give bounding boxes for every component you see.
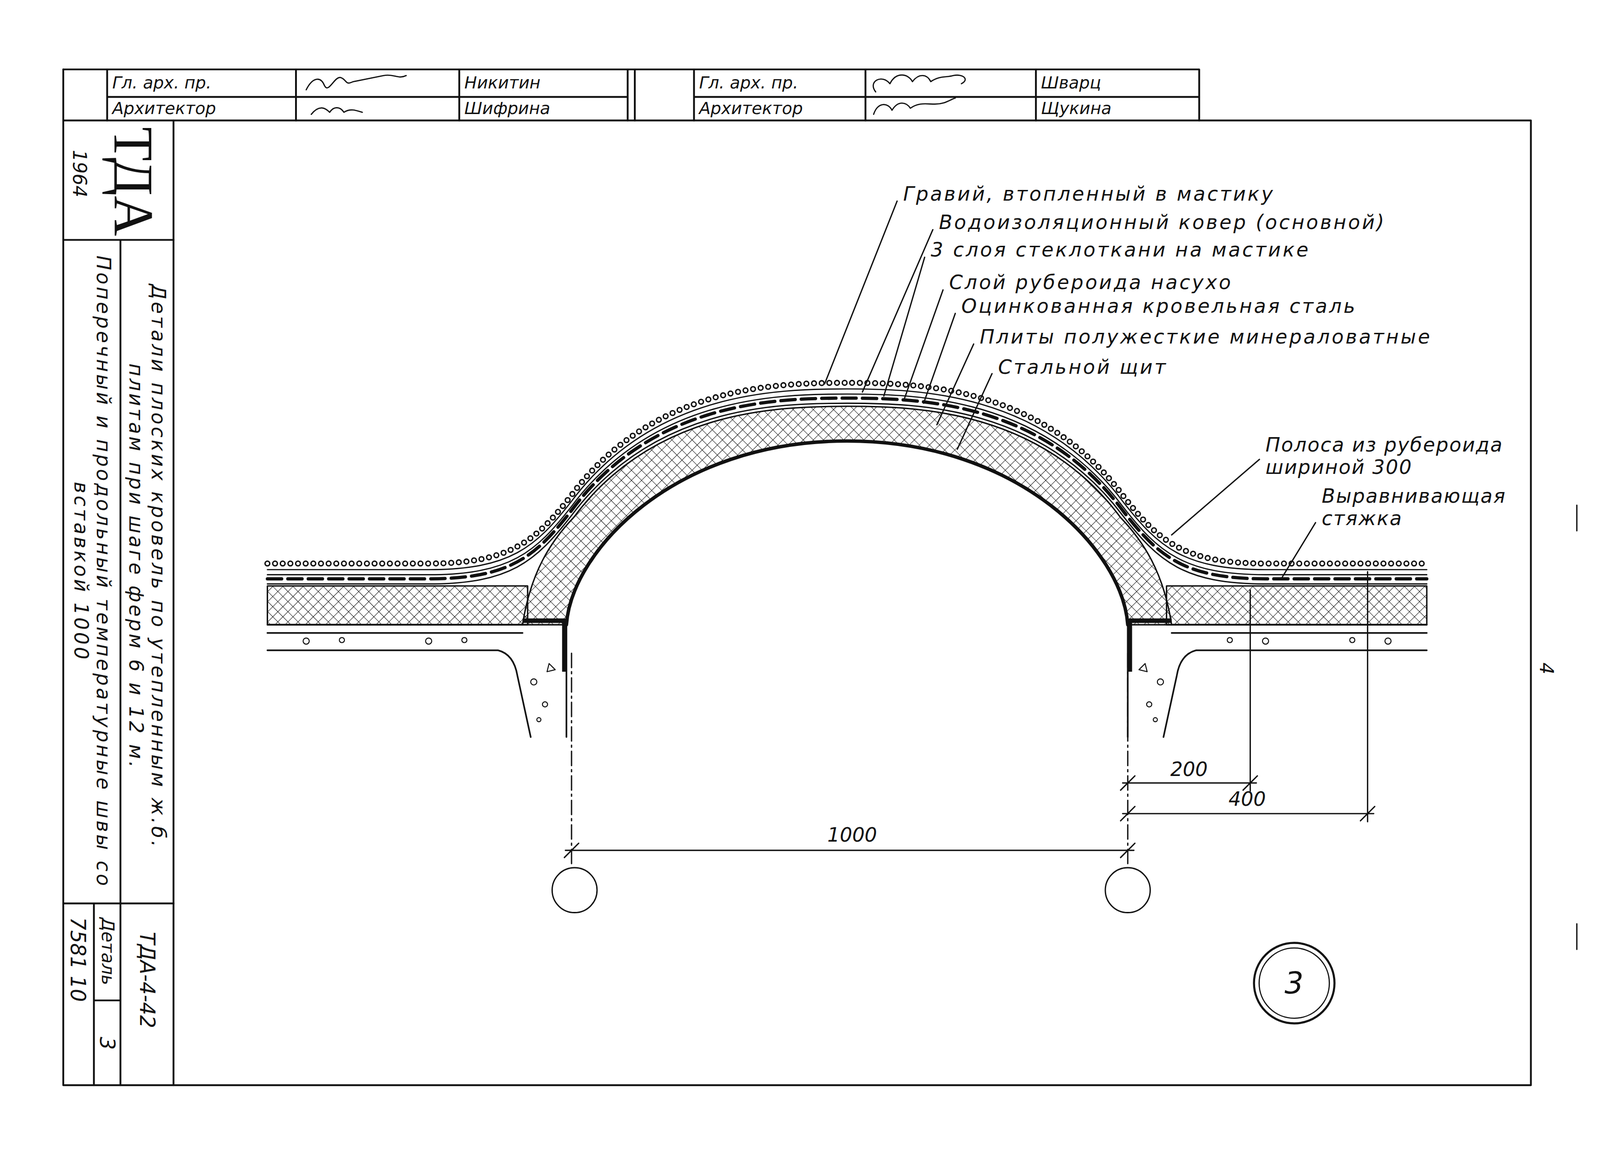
steel-shield bbox=[566, 440, 1128, 625]
signature bbox=[306, 74, 407, 90]
axis-circle bbox=[551, 867, 597, 913]
layer-label: Оцинкованная кровельная сталь bbox=[961, 295, 1358, 318]
ring-line bbox=[1258, 947, 1330, 1018]
title-block-role: Архитектор bbox=[112, 98, 216, 118]
insulation-arch bbox=[522, 406, 1172, 625]
year-text: 1964 bbox=[68, 132, 91, 215]
concrete-aggregate bbox=[302, 637, 1392, 722]
title-block-name: Щукина bbox=[1041, 98, 1112, 118]
layer-label: 3 слоя стеклоткани на мастике bbox=[930, 238, 1311, 262]
roofing-layers bbox=[267, 382, 1427, 584]
ring-line bbox=[1253, 942, 1335, 1023]
leader-lines bbox=[824, 201, 1316, 578]
sheet-subtitle: Поперечный и продольный температурные шв… bbox=[69, 255, 115, 888]
detail-number: 3 bbox=[95, 1022, 120, 1064]
leader-line bbox=[862, 229, 933, 392]
dimension-value: 200 bbox=[1170, 758, 1208, 781]
leader-line bbox=[883, 257, 925, 397]
edge-mark bbox=[1576, 505, 1578, 950]
extension-line bbox=[1250, 571, 1368, 822]
steel-angle bbox=[522, 620, 565, 672]
leader-line bbox=[936, 343, 974, 425]
title-block-role: Архитектор bbox=[699, 98, 803, 118]
sheet-title: Детали плоских кровель по утепленным ж.б… bbox=[124, 239, 170, 894]
slab-outline bbox=[1127, 624, 1427, 737]
layer-label: Плиты полужесткие минераловатные bbox=[979, 325, 1432, 349]
insulation-flat bbox=[267, 585, 528, 625]
concrete-slab bbox=[267, 620, 1427, 737]
logo-text: ТДА bbox=[100, 115, 165, 249]
insulation bbox=[267, 406, 1427, 625]
layer-label: Водоизоляционный ковер (основной) bbox=[939, 211, 1387, 234]
gravel bbox=[267, 382, 1427, 564]
frame-line bbox=[63, 69, 1532, 1085]
title-block-role: Гл. арх. пр. bbox=[112, 73, 212, 93]
layer-label: Гравий, втопленный в мастику bbox=[903, 182, 1275, 206]
dimensions bbox=[551, 505, 1577, 950]
detail-caption: Деталь bbox=[96, 905, 118, 997]
title-block-name: Шварц bbox=[1041, 73, 1102, 93]
leader-line bbox=[923, 313, 956, 404]
steel-angle bbox=[1129, 620, 1172, 672]
leader-line bbox=[1171, 459, 1260, 535]
frame-line bbox=[63, 239, 174, 1085]
waterproof-carpet bbox=[267, 389, 1427, 570]
signature bbox=[873, 98, 955, 115]
signature bbox=[311, 107, 363, 115]
ruberoid-strip bbox=[267, 397, 1427, 579]
callout-circle: 3 bbox=[1251, 940, 1338, 1026]
sheet-number: 7581 10 bbox=[65, 903, 90, 1016]
callout-text: 3 bbox=[1251, 940, 1338, 1026]
title-block-line bbox=[63, 69, 1200, 121]
leader-line bbox=[904, 289, 943, 400]
leader-line bbox=[824, 201, 898, 384]
leader-line bbox=[1281, 522, 1316, 578]
frame-line bbox=[172, 120, 175, 1085]
glass-fabric bbox=[267, 393, 1427, 575]
title-block-role: Гл. арх. пр. bbox=[699, 73, 799, 93]
insulation-flat bbox=[1166, 585, 1427, 625]
layer-label: Полоса из рубероида шириной 300 bbox=[1265, 433, 1529, 479]
dimension-value: 1000 bbox=[827, 823, 878, 847]
gravel bbox=[267, 382, 1427, 564]
slab-outline bbox=[267, 624, 567, 737]
axis-line bbox=[571, 653, 1128, 866]
callout-number: 3 bbox=[1284, 965, 1304, 1001]
sheet-frame bbox=[63, 69, 1532, 1085]
album-code: ТДА-4-42 bbox=[134, 893, 159, 1067]
title-block-name: Шифрина bbox=[464, 98, 551, 118]
layer-label: Выравнивающая стяжка bbox=[1321, 484, 1527, 531]
layer-label: Стальной щит bbox=[998, 356, 1168, 379]
edge-mark-number: 4 bbox=[1535, 653, 1557, 685]
axis-circle bbox=[1105, 867, 1150, 913]
title-block-name: Никитин bbox=[464, 73, 541, 93]
dimension-value: 400 bbox=[1228, 787, 1266, 811]
leader-line bbox=[957, 373, 993, 450]
steel-sheet bbox=[267, 403, 1427, 584]
layer-label: Слой рубероида насухо bbox=[948, 271, 1233, 294]
signature bbox=[873, 74, 966, 92]
